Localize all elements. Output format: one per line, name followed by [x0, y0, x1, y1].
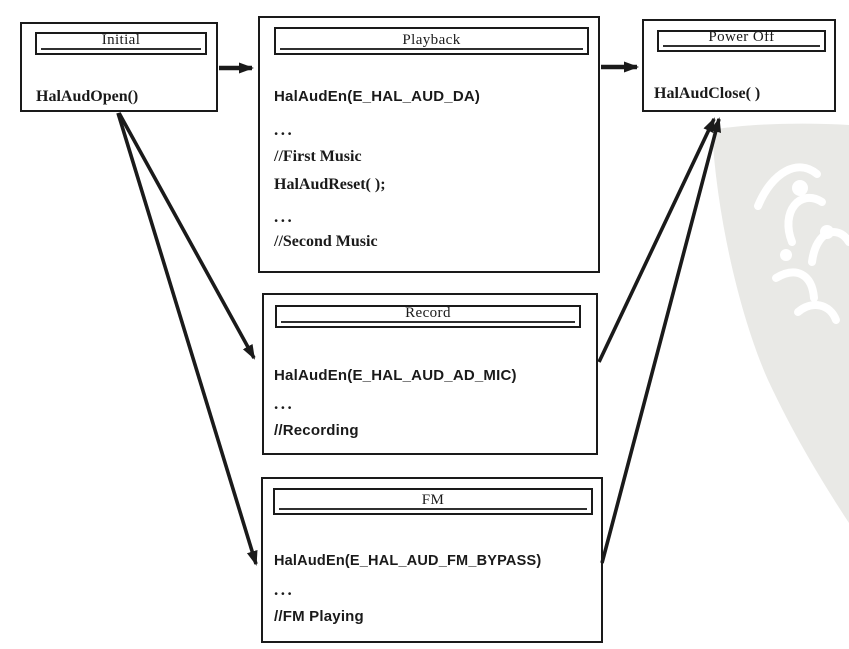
title-bar-record: Record — [275, 305, 581, 328]
edge-initial-fm — [116, 112, 258, 566]
edge-initial-record — [117, 112, 256, 360]
edge-record-power-off — [597, 117, 716, 363]
state-title-playback: Playback — [402, 32, 461, 48]
code-line: //Recording — [274, 422, 359, 439]
state-box-record: Record HalAudEn(E_HAL_AUD_AD_MIC) ... //… — [262, 293, 598, 455]
title-bar-fm: FM — [273, 488, 593, 515]
code-line: ... — [274, 207, 295, 226]
title-bar-power-off: Power Off — [657, 29, 826, 52]
state-box-fm: FM HalAudEn(E_HAL_AUD_FM_BYPASS) ... //F… — [261, 477, 603, 643]
watermark-ornament — [754, 163, 849, 324]
state-title-record: Record — [405, 305, 451, 321]
state-box-playback: Playback HalAudEn(E_HAL_AUD_DA) ... //Fi… — [258, 16, 600, 273]
state-box-power-off: Power Off HalAudClose( ) — [642, 19, 836, 112]
code-line: ... — [274, 394, 295, 413]
title-bar-initial: Initial — [35, 32, 207, 55]
code-line: HalAudReset( ); — [274, 176, 386, 193]
code-line: HalAudEn(E_HAL_AUD_DA) — [274, 88, 481, 105]
state-title-initial: Initial — [101, 32, 141, 48]
watermark-blob — [712, 123, 849, 523]
code-line: HalAudEn(E_HAL_AUD_FM_BYPASS) — [274, 553, 542, 569]
watermark-ornament-dots — [780, 180, 834, 261]
state-title-fm: FM — [421, 492, 445, 508]
code-line: ... — [274, 580, 295, 599]
state-title-power-off: Power Off — [708, 29, 775, 45]
state-box-initial: Initial HalAudOpen() — [20, 22, 218, 112]
code-line: HalAudOpen() — [36, 88, 139, 105]
edge-fm-power-off — [600, 117, 722, 564]
code-line: //FM Playing — [274, 608, 364, 625]
code-line: //Second Music — [274, 233, 378, 250]
code-line: HalAudEn(E_HAL_AUD_AD_MIC) — [274, 367, 517, 384]
code-line: ... — [274, 120, 295, 139]
title-bar-playback: Playback — [274, 27, 589, 55]
code-line: HalAudClose( ) — [654, 85, 761, 102]
code-line: //First Music — [274, 148, 362, 165]
